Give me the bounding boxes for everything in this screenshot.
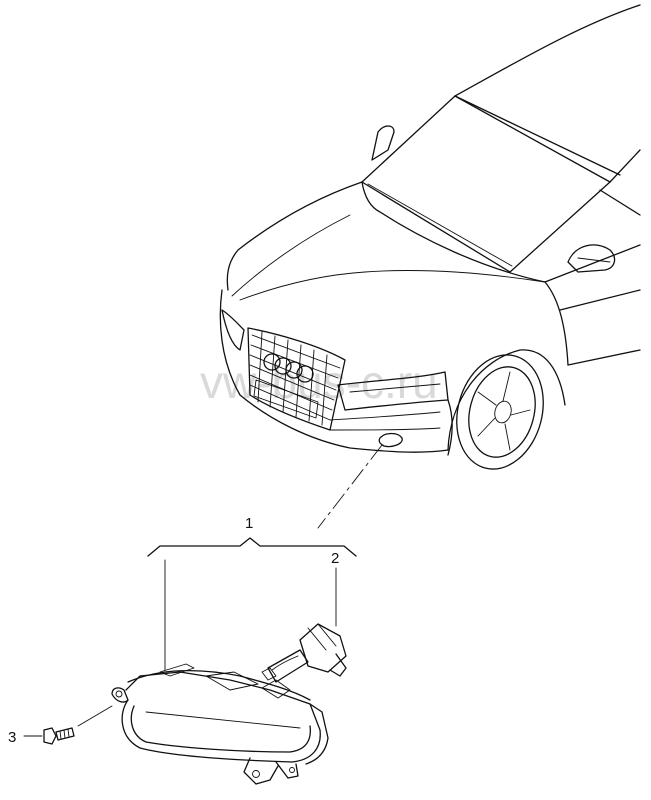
screw <box>23 705 113 745</box>
callout-1: 1 <box>245 515 253 532</box>
callout-3: 3 <box>8 729 16 746</box>
location-leader-line <box>317 444 383 529</box>
watermark: vw-bus-c.ru <box>200 356 438 408</box>
callout-bracket <box>147 537 357 671</box>
fog-light-housing <box>111 663 329 785</box>
car-illustration <box>219 4 641 470</box>
callout-2: 2 <box>331 550 339 567</box>
bulb <box>261 623 347 683</box>
